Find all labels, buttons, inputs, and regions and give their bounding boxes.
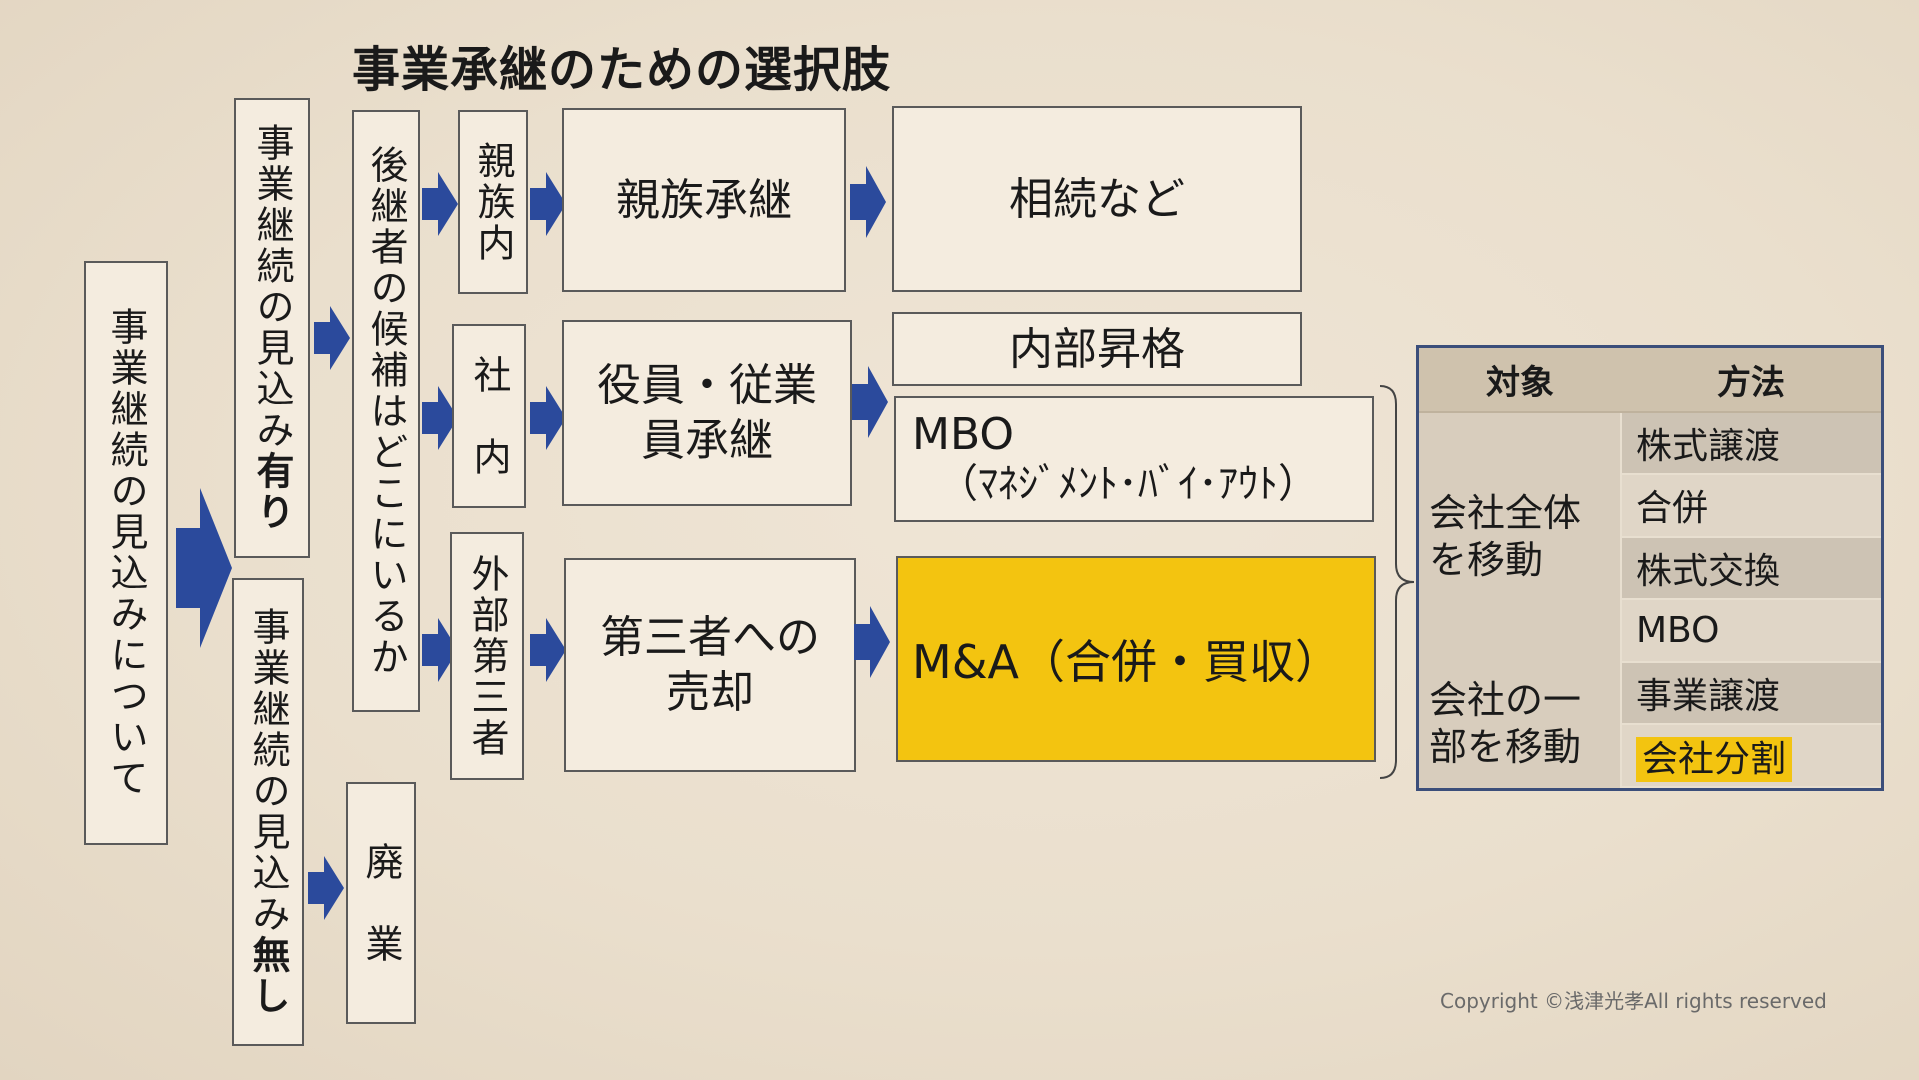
mbo-box: MBO （ﾏﾈｼﾞﾒﾝﾄ･ﾊﾞｲ･ｱｳﾄ） xyxy=(894,396,1374,522)
highlighted-method: 会社分割 xyxy=(1636,736,1793,782)
outlook-no-strong: 無し xyxy=(246,935,290,1017)
curly-brace-icon xyxy=(1379,385,1415,779)
external-box: 外部第三者 xyxy=(450,532,524,780)
third-party-sale-line1: 第三者への xyxy=(600,612,820,663)
internal-box: 社 内 xyxy=(452,324,526,508)
third-party-sale-box: 第三者への 売却 xyxy=(564,558,856,772)
arrow-icon xyxy=(308,856,344,920)
target-whole-company: 会社全体を移動 xyxy=(1419,411,1622,662)
arrow-icon xyxy=(530,386,566,450)
outlook-no-label: 事業継続の見込み無し xyxy=(246,607,290,1017)
continuation-outlook-box: 事業継続の見込みについて xyxy=(84,261,168,845)
methods-table: 対象 方法 会社全体を移動 株式譲渡 合併 株式交換 MBO 会社の一部を移動 … xyxy=(1416,345,1884,791)
inheritance-label: 相続など xyxy=(1009,173,1185,225)
arrow-icon xyxy=(176,488,232,648)
method-cell: 株式交換 xyxy=(1621,536,1881,601)
family-box: 親族内 xyxy=(458,110,528,294)
internal-label: 社 内 xyxy=(467,354,511,478)
arrow-icon xyxy=(314,306,350,370)
target-part-company: 会社の一部を移動 xyxy=(1419,661,1622,787)
table-header-target: 対象 xyxy=(1419,348,1621,413)
family-label: 親族内 xyxy=(471,140,515,264)
ma-box: M&A（合併・買収） xyxy=(896,556,1376,762)
internal-promotion-label: 内部昇格 xyxy=(1009,323,1185,375)
arrow-icon xyxy=(854,606,890,678)
slide-title: 事業承継のための選択肢 xyxy=(352,42,892,98)
method-cell: 合併 xyxy=(1621,474,1881,538)
arrow-icon xyxy=(422,172,458,236)
outlook-yes-prefix: 事業継続の見込み xyxy=(250,123,294,451)
method-cell: 事業譲渡 xyxy=(1621,661,1881,726)
arrow-icon xyxy=(530,618,566,682)
family-succession-label: 親族承継 xyxy=(616,174,792,226)
continuation-outlook-label: 事業継続の見込みについて xyxy=(104,307,148,799)
method-cell: MBO xyxy=(1621,599,1881,663)
family-succession-box: 親族承継 xyxy=(562,108,846,292)
internal-promotion-box: 内部昇格 xyxy=(892,312,1302,386)
successor-question-label: 後継者の候補はどこにいるか xyxy=(364,144,408,678)
closure-box: 廃 業 xyxy=(346,782,416,1024)
target-part-line1: 会社の一 xyxy=(1429,677,1582,722)
third-party-sale-line2: 売却 xyxy=(666,667,754,718)
external-label: 外部第三者 xyxy=(465,553,509,759)
employee-succession-line2: 員承継 xyxy=(641,415,773,466)
target-part-line2: 部を移動 xyxy=(1429,725,1582,770)
arrow-icon xyxy=(530,172,566,236)
outlook-yes-label: 事業継続の見込み有り xyxy=(250,123,294,533)
successor-question-box: 後継者の候補はどこにいるか xyxy=(352,110,420,712)
table-header-method: 方法 xyxy=(1621,348,1881,413)
arrow-icon xyxy=(422,618,458,682)
employee-succession-box: 役員・従業 員承継 xyxy=(562,320,852,506)
arrow-icon xyxy=(422,386,458,450)
inheritance-box: 相続など xyxy=(892,106,1302,292)
mbo-subtitle: （ﾏﾈｼﾞﾒﾝﾄ･ﾊﾞｲ･ｱｳﾄ） xyxy=(938,461,1318,508)
mbo-label: MBO xyxy=(912,408,1015,460)
arrow-icon xyxy=(852,366,888,438)
target-whole-line2: を移動 xyxy=(1429,538,1544,583)
outlook-no-box: 事業継続の見込み無し xyxy=(232,578,304,1046)
arrow-icon xyxy=(850,166,886,238)
ma-label: M&A（合併・買収） xyxy=(912,635,1342,689)
outlook-yes-box: 事業継続の見込み有り xyxy=(234,98,310,558)
method-cell: 株式譲渡 xyxy=(1621,411,1881,476)
outlook-no-prefix: 事業継続の見込み xyxy=(246,607,290,935)
outlook-yes-strong: 有り xyxy=(250,451,294,533)
copyright-text: Copyright ©浅津光孝All rights reserved xyxy=(1440,989,1827,1013)
target-whole-line1: 会社全体 xyxy=(1429,490,1582,535)
closure-label: 廃 業 xyxy=(359,841,403,965)
employee-succession-line1: 役員・従業 xyxy=(597,360,817,411)
method-cell-highlighted: 会社分割 xyxy=(1621,724,1881,788)
